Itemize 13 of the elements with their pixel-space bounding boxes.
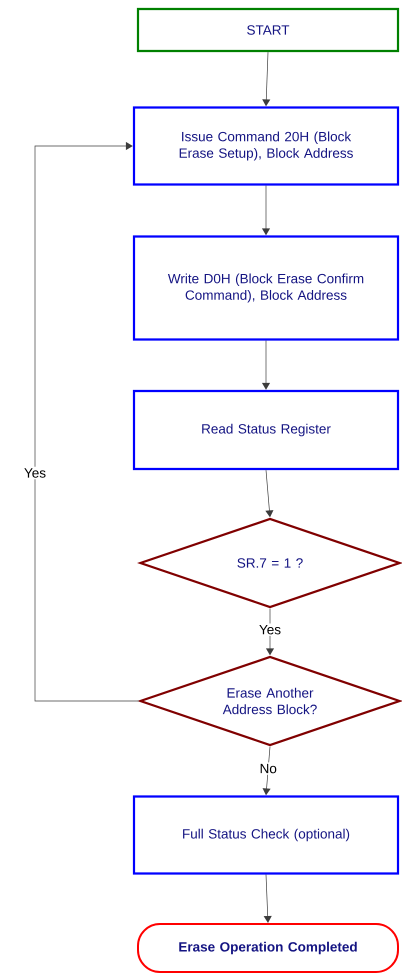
process-box: Full Status Check (optional) — [132, 795, 400, 875]
start-box: START — [136, 8, 400, 52]
edge-label: Yes — [258, 623, 283, 636]
end-terminal: Erase Operation Completed — [137, 923, 399, 973]
process-box: Write D0H (Block Erase Confirm Command), Block Address — [132, 235, 400, 341]
arrow — [262, 52, 270, 106]
process-box: Issue Command 20H (Block Erase Setup), Block Address — [132, 106, 400, 186]
arrow — [262, 746, 271, 796]
arrow — [34, 142, 140, 702]
process-box: Read Status Register — [132, 390, 400, 470]
edge-label: No — [258, 762, 278, 775]
edge-label: Yes — [22, 466, 48, 480]
arrow — [264, 874, 272, 923]
